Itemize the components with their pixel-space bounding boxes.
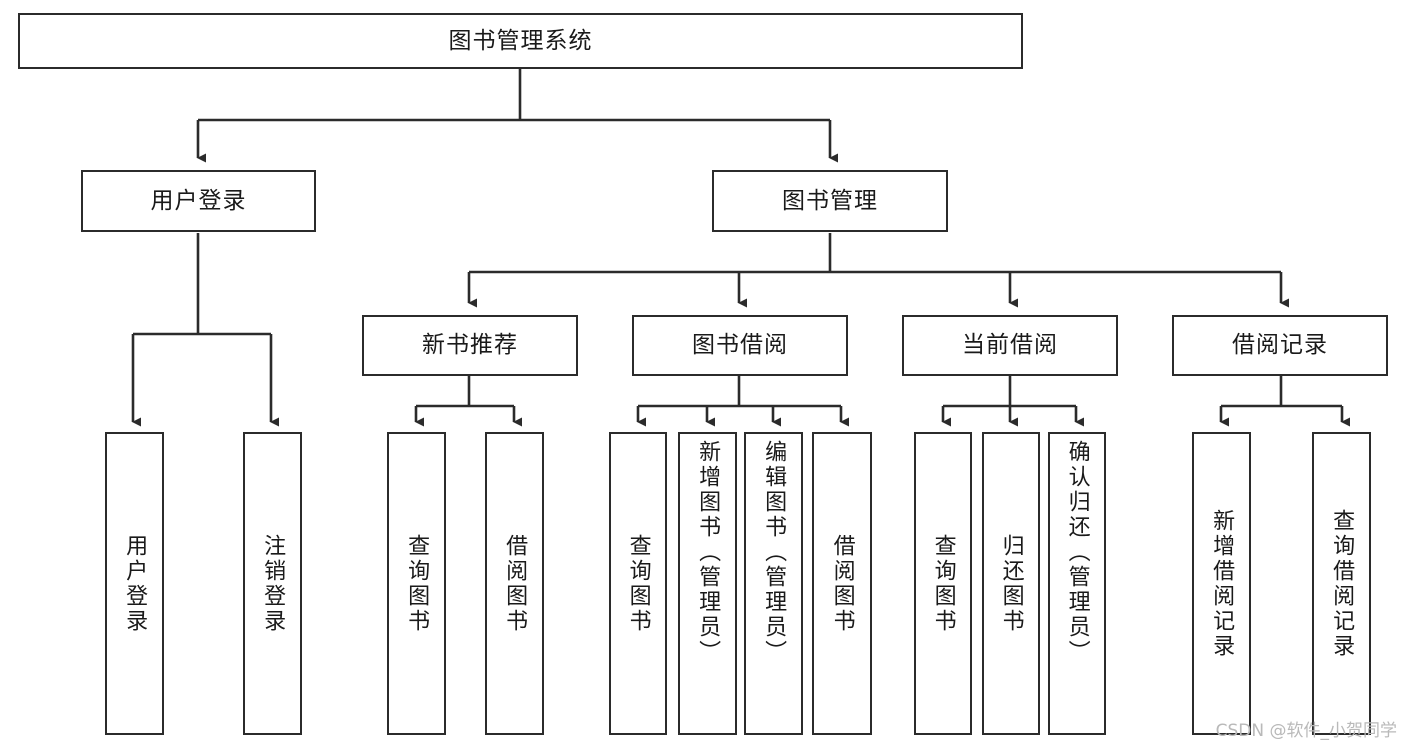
node-borrow-records[interactable]: 借阅记录: [1172, 315, 1388, 376]
node-book-management[interactable]: 图书管理: [712, 170, 948, 232]
node-label: 编辑图书（管理员）: [761, 440, 787, 665]
node-root-book-management-system[interactable]: 图书管理系统: [18, 13, 1023, 69]
leaf-edit-book-admin[interactable]: 编辑图书（管理员）: [744, 432, 803, 735]
node-label: 确认归还（管理员）: [1064, 440, 1090, 665]
node-label: 图书管理系统: [448, 27, 593, 54]
node-label: 查询图书: [625, 533, 651, 634]
node-label: 查询借阅记录: [1329, 508, 1355, 659]
node-current-borrowing[interactable]: 当前借阅: [902, 315, 1118, 376]
leaf-user-logout[interactable]: 注销登录: [243, 432, 302, 735]
leaf-confirm-return-admin[interactable]: 确认归还（管理员）: [1048, 432, 1106, 735]
leaf-user-login[interactable]: 用户登录: [105, 432, 164, 735]
node-label: 新增借阅记录: [1209, 508, 1235, 659]
node-label: 用户登录: [150, 187, 247, 214]
leaf-query-books-new-recommendation[interactable]: 查询图书: [387, 432, 446, 735]
node-book-borrowing[interactable]: 图书借阅: [632, 315, 848, 376]
leaf-add-book-admin[interactable]: 新增图书（管理员）: [678, 432, 737, 735]
leaf-add-borrow-record[interactable]: 新增借阅记录: [1192, 432, 1251, 735]
node-label: 用户登录: [122, 533, 148, 634]
node-user-login[interactable]: 用户登录: [81, 170, 316, 232]
node-label: 借阅图书: [502, 533, 528, 634]
node-label: 借阅图书: [829, 533, 855, 634]
leaf-return-books[interactable]: 归还图书: [982, 432, 1040, 735]
node-label: 归还图书: [998, 533, 1024, 634]
leaf-borrow-books-new-recommendation[interactable]: 借阅图书: [485, 432, 544, 735]
node-label: 当前借阅: [962, 332, 1058, 358]
node-new-book-recommendation[interactable]: 新书推荐: [362, 315, 578, 376]
node-label: 图书管理: [782, 187, 878, 214]
leaf-query-books-current[interactable]: 查询图书: [914, 432, 972, 735]
leaf-query-borrow-record[interactable]: 查询借阅记录: [1312, 432, 1371, 735]
node-label: 查询图书: [930, 533, 956, 634]
node-label: 新增图书（管理员）: [695, 440, 721, 665]
node-label: 图书借阅: [692, 332, 788, 358]
node-label: 借阅记录: [1232, 332, 1328, 358]
leaf-query-books-borrowing[interactable]: 查询图书: [609, 432, 667, 735]
leaf-borrow-books-borrowing[interactable]: 借阅图书: [812, 432, 872, 735]
node-label: 新书推荐: [422, 332, 518, 358]
node-label: 查询图书: [404, 533, 430, 634]
node-label: 注销登录: [260, 533, 286, 634]
